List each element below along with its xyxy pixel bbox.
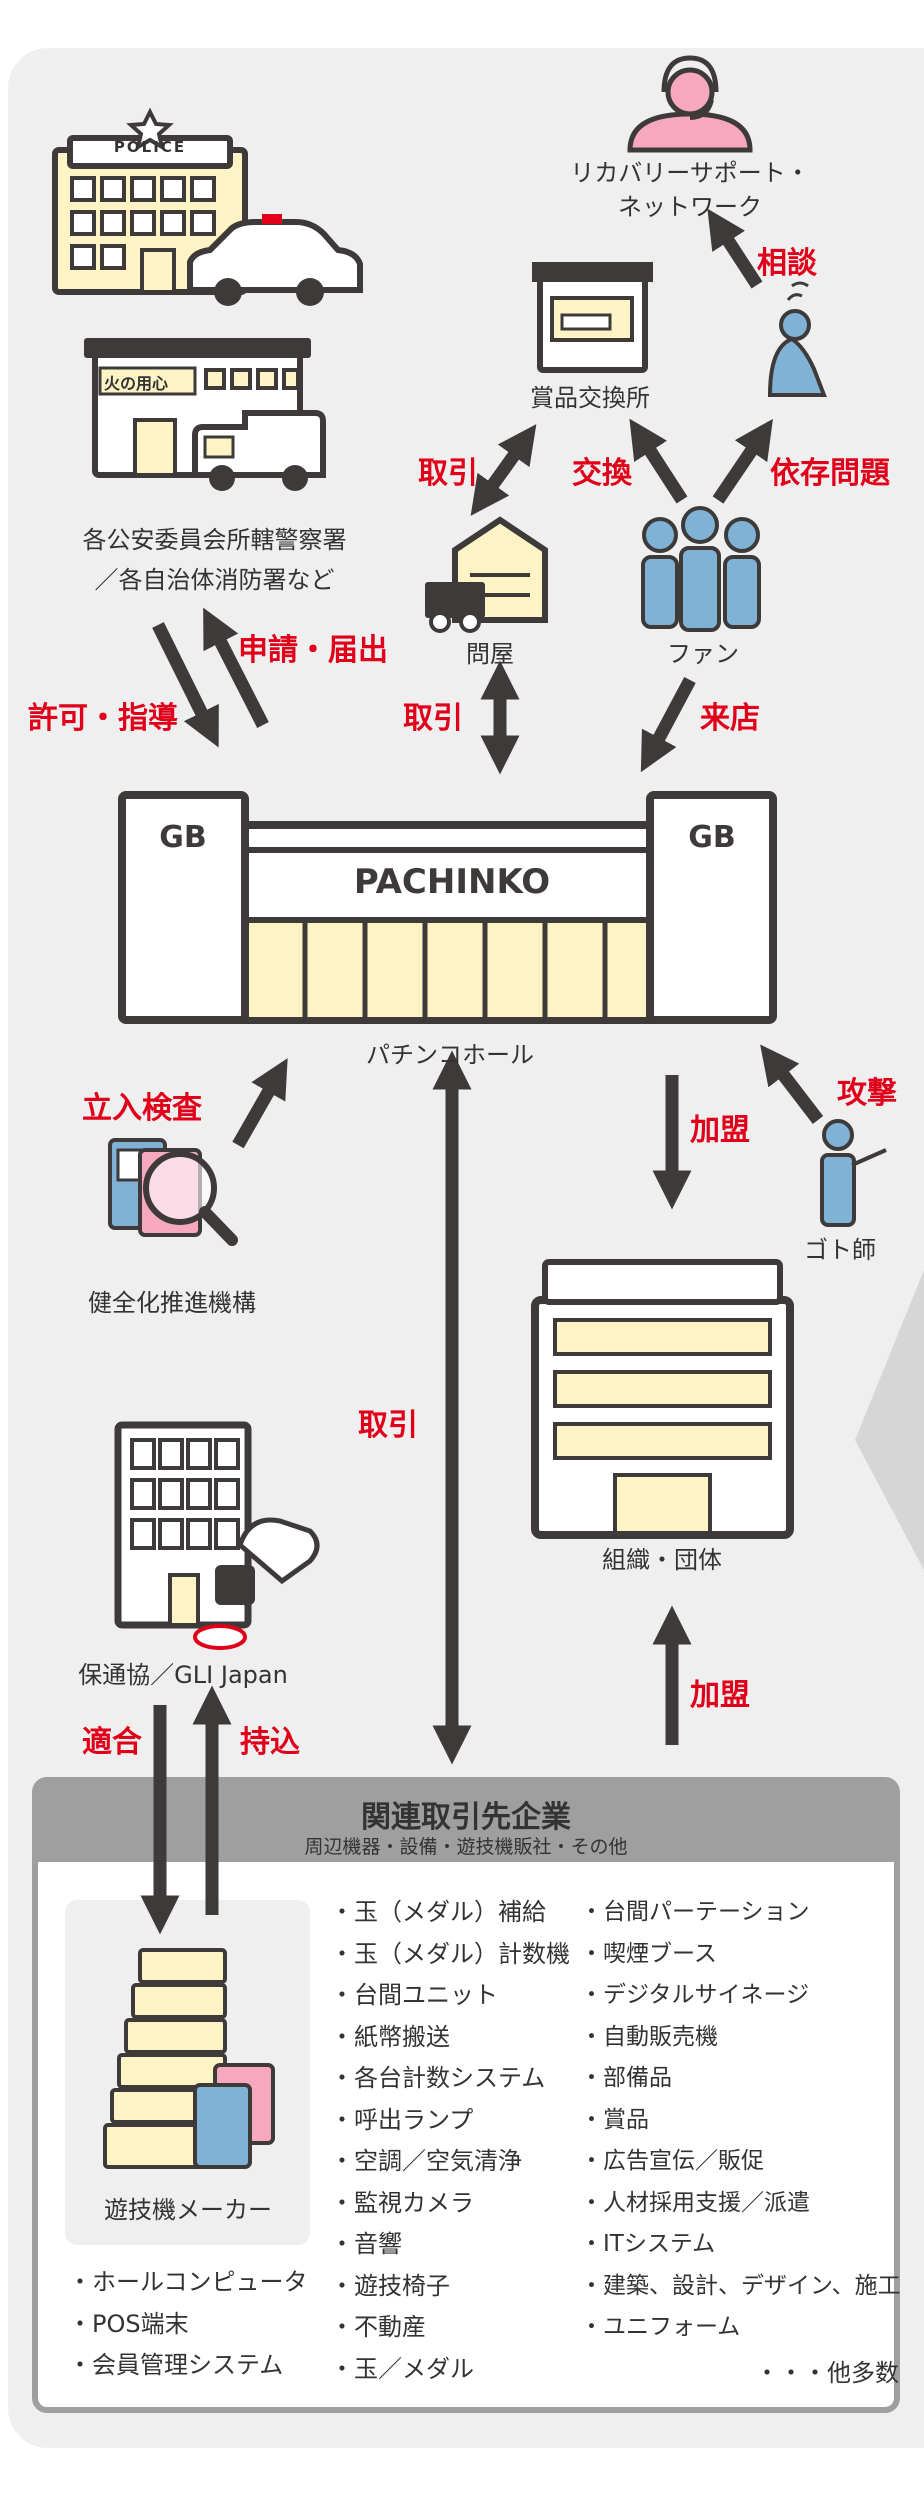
list-item: ・建築、設計、デザイン、施工 — [580, 2272, 901, 2299]
list-item: ・ホールコンピュータ — [68, 2268, 308, 2296]
list-item: ・玉（メダル）補給 — [330, 1898, 546, 1926]
arrow-attack — [760, 1044, 824, 1124]
partners-header — [35, 1780, 897, 1862]
attack-label: 攻撃 — [837, 1076, 897, 1111]
fan-label: ファン — [667, 640, 739, 668]
maker-label: 遊技機メーカー — [104, 2196, 272, 2224]
gb-sign-right: GB — [688, 820, 736, 855]
join-partner-label: 加盟 — [690, 1678, 750, 1713]
list-item: ・広告宣伝／販促 — [580, 2148, 764, 2174]
arrow-visit — [640, 676, 696, 773]
list-item: ・喫煙ブース — [580, 1940, 717, 1967]
recovery-label: リカバリーサポート・ ネットワーク — [560, 156, 820, 224]
trade-prize-label: 取引 — [418, 456, 478, 491]
maker-items-list: ・ホールコンピュータ ・POS端末 ・会員管理システム — [68, 2262, 308, 2387]
game-machine-stack-icon — [103, 1948, 275, 2169]
list-item: ・会員管理システム — [68, 2351, 284, 2379]
inspection-magnifier-icon — [108, 1138, 238, 1246]
join-hall-label: 加盟 — [690, 1113, 750, 1148]
police-car-icon — [187, 214, 363, 306]
dependency-label: 依存問題 — [770, 456, 890, 491]
hotsukyo-label: 保通協／GLI Japan — [78, 1661, 288, 1689]
police-fire-label: 各公安委員会所轄警察署 ／各自治体消防署など — [32, 520, 397, 600]
exchange-label: 交換 — [572, 456, 632, 491]
list-item: ・賞品 — [580, 2106, 649, 2133]
list-item: ・遊技椅子 — [330, 2271, 450, 2300]
wholesaler-label: 問屋 — [466, 640, 514, 668]
prize-exchange-label: 賞品交換所 — [530, 384, 650, 412]
list-item: ・台間ユニット — [330, 1981, 498, 2009]
goto-person-icon — [820, 1119, 887, 1227]
arrow-apply — [203, 607, 269, 728]
police-sign: POLICE — [113, 138, 187, 156]
fire-sign: 火の用心 — [104, 374, 169, 393]
prize-exchange-icon — [532, 262, 653, 373]
list-item: ・自動販売機 — [580, 2023, 718, 2050]
list-item: ・玉／メダル — [330, 2354, 474, 2383]
delivery-truck-icon — [425, 582, 485, 633]
list-item: ・ITシステム — [580, 2231, 716, 2257]
inspection-label: 立入検査 — [82, 1091, 202, 1126]
side-tab-shape — [855, 1270, 924, 1570]
arrow-consult — [707, 208, 763, 289]
consult-label: 相談 — [757, 246, 817, 281]
bring-in-label: 持込 — [240, 1725, 300, 1760]
police-fire-label-line1: 各公安委員会所轄警察署 — [82, 526, 347, 554]
health-org-label: 健全化推進機構 — [88, 1289, 256, 1317]
visit-label: 来店 — [700, 701, 760, 736]
arrow-inspection — [232, 1058, 288, 1149]
list-item: ・監視カメラ — [330, 2188, 474, 2217]
recovery-label-line1: リカバリーサポート・ — [570, 159, 810, 187]
hall-label: パチンコホール — [366, 1041, 534, 1069]
apply-label: 申請・届出 — [238, 633, 388, 668]
pachinko-hall-building — [118, 791, 777, 1024]
hall-name-sign: PACHINKO — [353, 862, 551, 902]
partners-subtitle: 周辺機器・設備・遊技機販社・その他 — [304, 1836, 628, 1858]
partners-title: 関連取引先企業 — [361, 1800, 571, 1835]
list-item: ・POS端末 — [68, 2309, 189, 2338]
trade-main-label: 取引 — [358, 1408, 418, 1443]
list-item: ・台間パーテーション — [580, 1899, 810, 1925]
arrow-trade-prize — [470, 424, 537, 516]
arrow-dependency — [712, 418, 773, 504]
conform-label: 適合 — [82, 1725, 142, 1760]
list-item: ・玉（メダル）計数機 — [330, 1939, 570, 1968]
goto-label: ゴト師 — [804, 1236, 876, 1264]
list-item: ・不動産 — [330, 2313, 426, 2341]
fire-truck-icon — [192, 410, 326, 491]
trade-wholesale-label: 取引 — [403, 701, 463, 736]
fans-group-icon — [641, 506, 761, 632]
association-label: 組織・団体 — [602, 1546, 722, 1574]
gb-sign-left: GB — [159, 820, 207, 855]
police-fire-label-line2: ／各自治体消防署など — [94, 566, 335, 594]
partners-col2: ・台間パーテーション ・喫煙ブース ・デジタルサイネージ ・自動販売機 ・部備品… — [580, 1892, 901, 2349]
list-item: ・紙幣搬送 — [330, 2022, 450, 2051]
recovery-label-line2: ネットワーク — [618, 193, 762, 221]
list-item: ・人材採用支援／派遣 — [580, 2189, 810, 2216]
partners-more: ・・・他多数 — [755, 2359, 899, 2387]
list-item: ・部備品 — [580, 2065, 672, 2091]
list-item: ・空調／空気清浄 — [330, 2147, 522, 2175]
list-item: ・デジタルサイネージ — [580, 1982, 810, 2008]
dependency-person-icon — [767, 281, 827, 397]
list-item: ・ユニフォーム — [580, 2314, 741, 2340]
permit-label: 許可・指導 — [28, 701, 178, 736]
list-item: ・各台計数システム — [330, 2064, 546, 2092]
approval-stamp-icon — [193, 1517, 320, 1650]
list-item: ・呼出ランプ — [330, 2105, 474, 2134]
testing-building-icon — [114, 1421, 252, 1629]
partners-col1: ・玉（メダル）補給 ・玉（メダル）計数機 ・台間ユニット ・紙幣搬送 ・各台計数… — [330, 1892, 570, 2390]
recovery-support-icon — [627, 55, 753, 153]
arrow-exchange — [629, 418, 688, 504]
arrow-permit — [152, 622, 219, 748]
list-item: ・音響 — [330, 2230, 402, 2258]
association-building-icon — [531, 1259, 794, 1539]
